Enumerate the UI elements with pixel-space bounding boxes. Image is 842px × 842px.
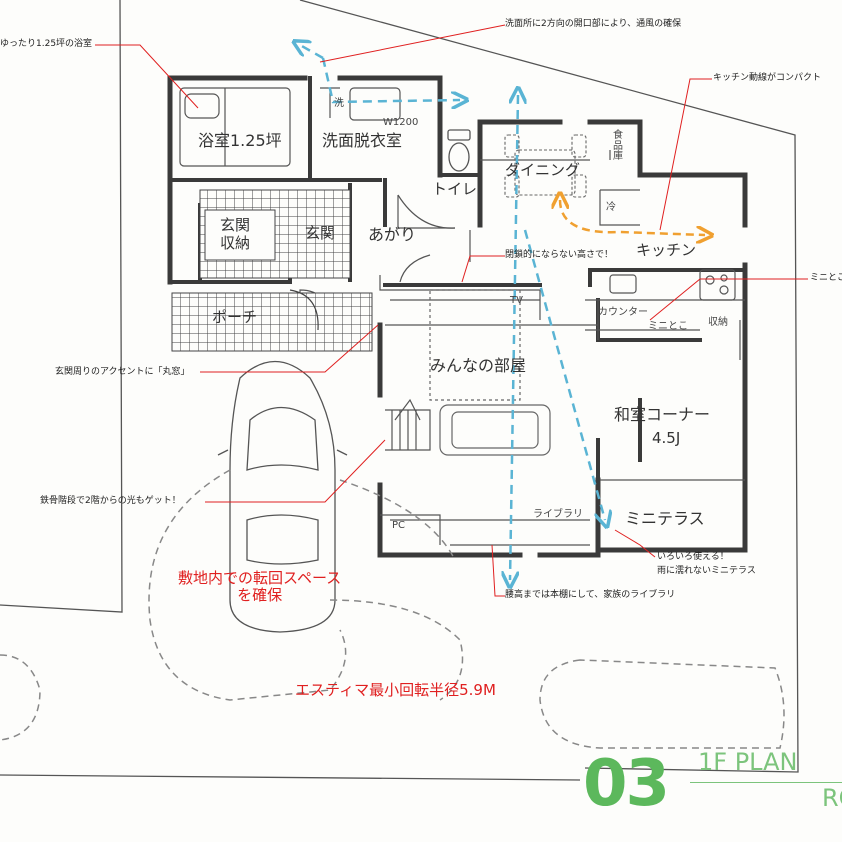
annotation-terrace-line2: 雨に濡れないミニテラス xyxy=(657,566,756,576)
room-label-tv: TV xyxy=(510,295,523,306)
toilet-fixture xyxy=(447,129,471,172)
airflow-arrows xyxy=(300,45,605,580)
room-label-kitchen: キッチン xyxy=(636,241,697,259)
room-label-washroom: 洗面脱衣室 xyxy=(322,131,403,150)
room-label-living: みんなの部屋 xyxy=(430,356,527,375)
kitchen-fixtures xyxy=(609,269,736,301)
room-label-library: ライブラリ xyxy=(533,509,583,520)
turning-radius-arcs xyxy=(0,469,785,749)
room-label-pantry: 食品庫 xyxy=(613,130,623,162)
entrance-door-arc xyxy=(289,289,319,331)
annotation-kitchen-line: キッチン動線がコンパクト xyxy=(713,73,822,83)
room-label-dining: ダイニング xyxy=(505,161,581,179)
room-label-porch: ポーチ xyxy=(212,308,258,326)
room-label-width-note: W1200 xyxy=(383,117,419,128)
parking-radius-note: エスティマ最小回転半径5.9M xyxy=(295,681,496,699)
annotation-mini-tokonoma: ミニとこ xyxy=(810,273,842,283)
room-label-agari: あがり xyxy=(368,225,417,244)
annotation-ventilation: 洗面所に2方向の開口部により、通風の確保 xyxy=(505,19,682,29)
parking-turning-line2: を確保 xyxy=(237,586,283,605)
entrance-storage-box xyxy=(204,209,276,261)
plan-title-underline xyxy=(690,782,842,783)
staircase xyxy=(385,398,431,451)
annotation-library-note: 腰高までは本棚にして、家族のライブラリ xyxy=(505,590,676,600)
room-label-pc: PC xyxy=(392,520,406,531)
plan-subtitle: RO xyxy=(822,784,842,812)
annotation-leaders xyxy=(95,24,808,597)
plan-title: 1F PLAN xyxy=(698,748,798,776)
annotation-bath: ゆったり1.25坪の浴室 xyxy=(0,39,93,49)
parking-turning-line1: 敷地内での転回スペース xyxy=(178,569,342,587)
room-label-wash-mark: 洗 xyxy=(334,98,344,109)
room-label-entrance: 玄関 xyxy=(305,224,336,242)
building-walls xyxy=(167,75,748,558)
plan-number-badge: 03 xyxy=(583,747,670,821)
annotation-partition-height: 閉鎖的にならない高さで！ xyxy=(505,250,614,260)
kitchen-flow-arrow xyxy=(560,200,705,235)
room-label-japanese-room: 和室コーナー xyxy=(614,405,711,424)
porch-tile-floor xyxy=(171,292,373,352)
room-label-fridge: 冷 xyxy=(606,202,616,213)
site-boundary xyxy=(0,0,799,781)
room-label-storage: 収納 xyxy=(708,317,728,328)
annotation-stair-light: 鉄骨階段で2階からの光もゲット！ xyxy=(40,496,181,506)
annotation-round-window: 玄関周りのアクセントに「丸窓」 xyxy=(55,367,190,377)
room-label-counter: カウンター xyxy=(598,307,648,318)
room-label-entrance-storage: 玄関収納 xyxy=(219,216,250,252)
room-label-bath: 浴室1.25坪 xyxy=(198,131,282,150)
room-label-mini-kotatsu: ミニとこ xyxy=(648,321,688,332)
annotation-terrace-line1: いろいろ使える！ xyxy=(657,552,729,562)
room-label-toilet: トイレ xyxy=(432,180,478,198)
room-label-mini-terrace: ミニテラス xyxy=(625,509,705,528)
parking-turning-note: 敷地内での転回スペース を確保 xyxy=(178,569,342,605)
room-label-japanese-size: 4.5J xyxy=(652,429,681,447)
